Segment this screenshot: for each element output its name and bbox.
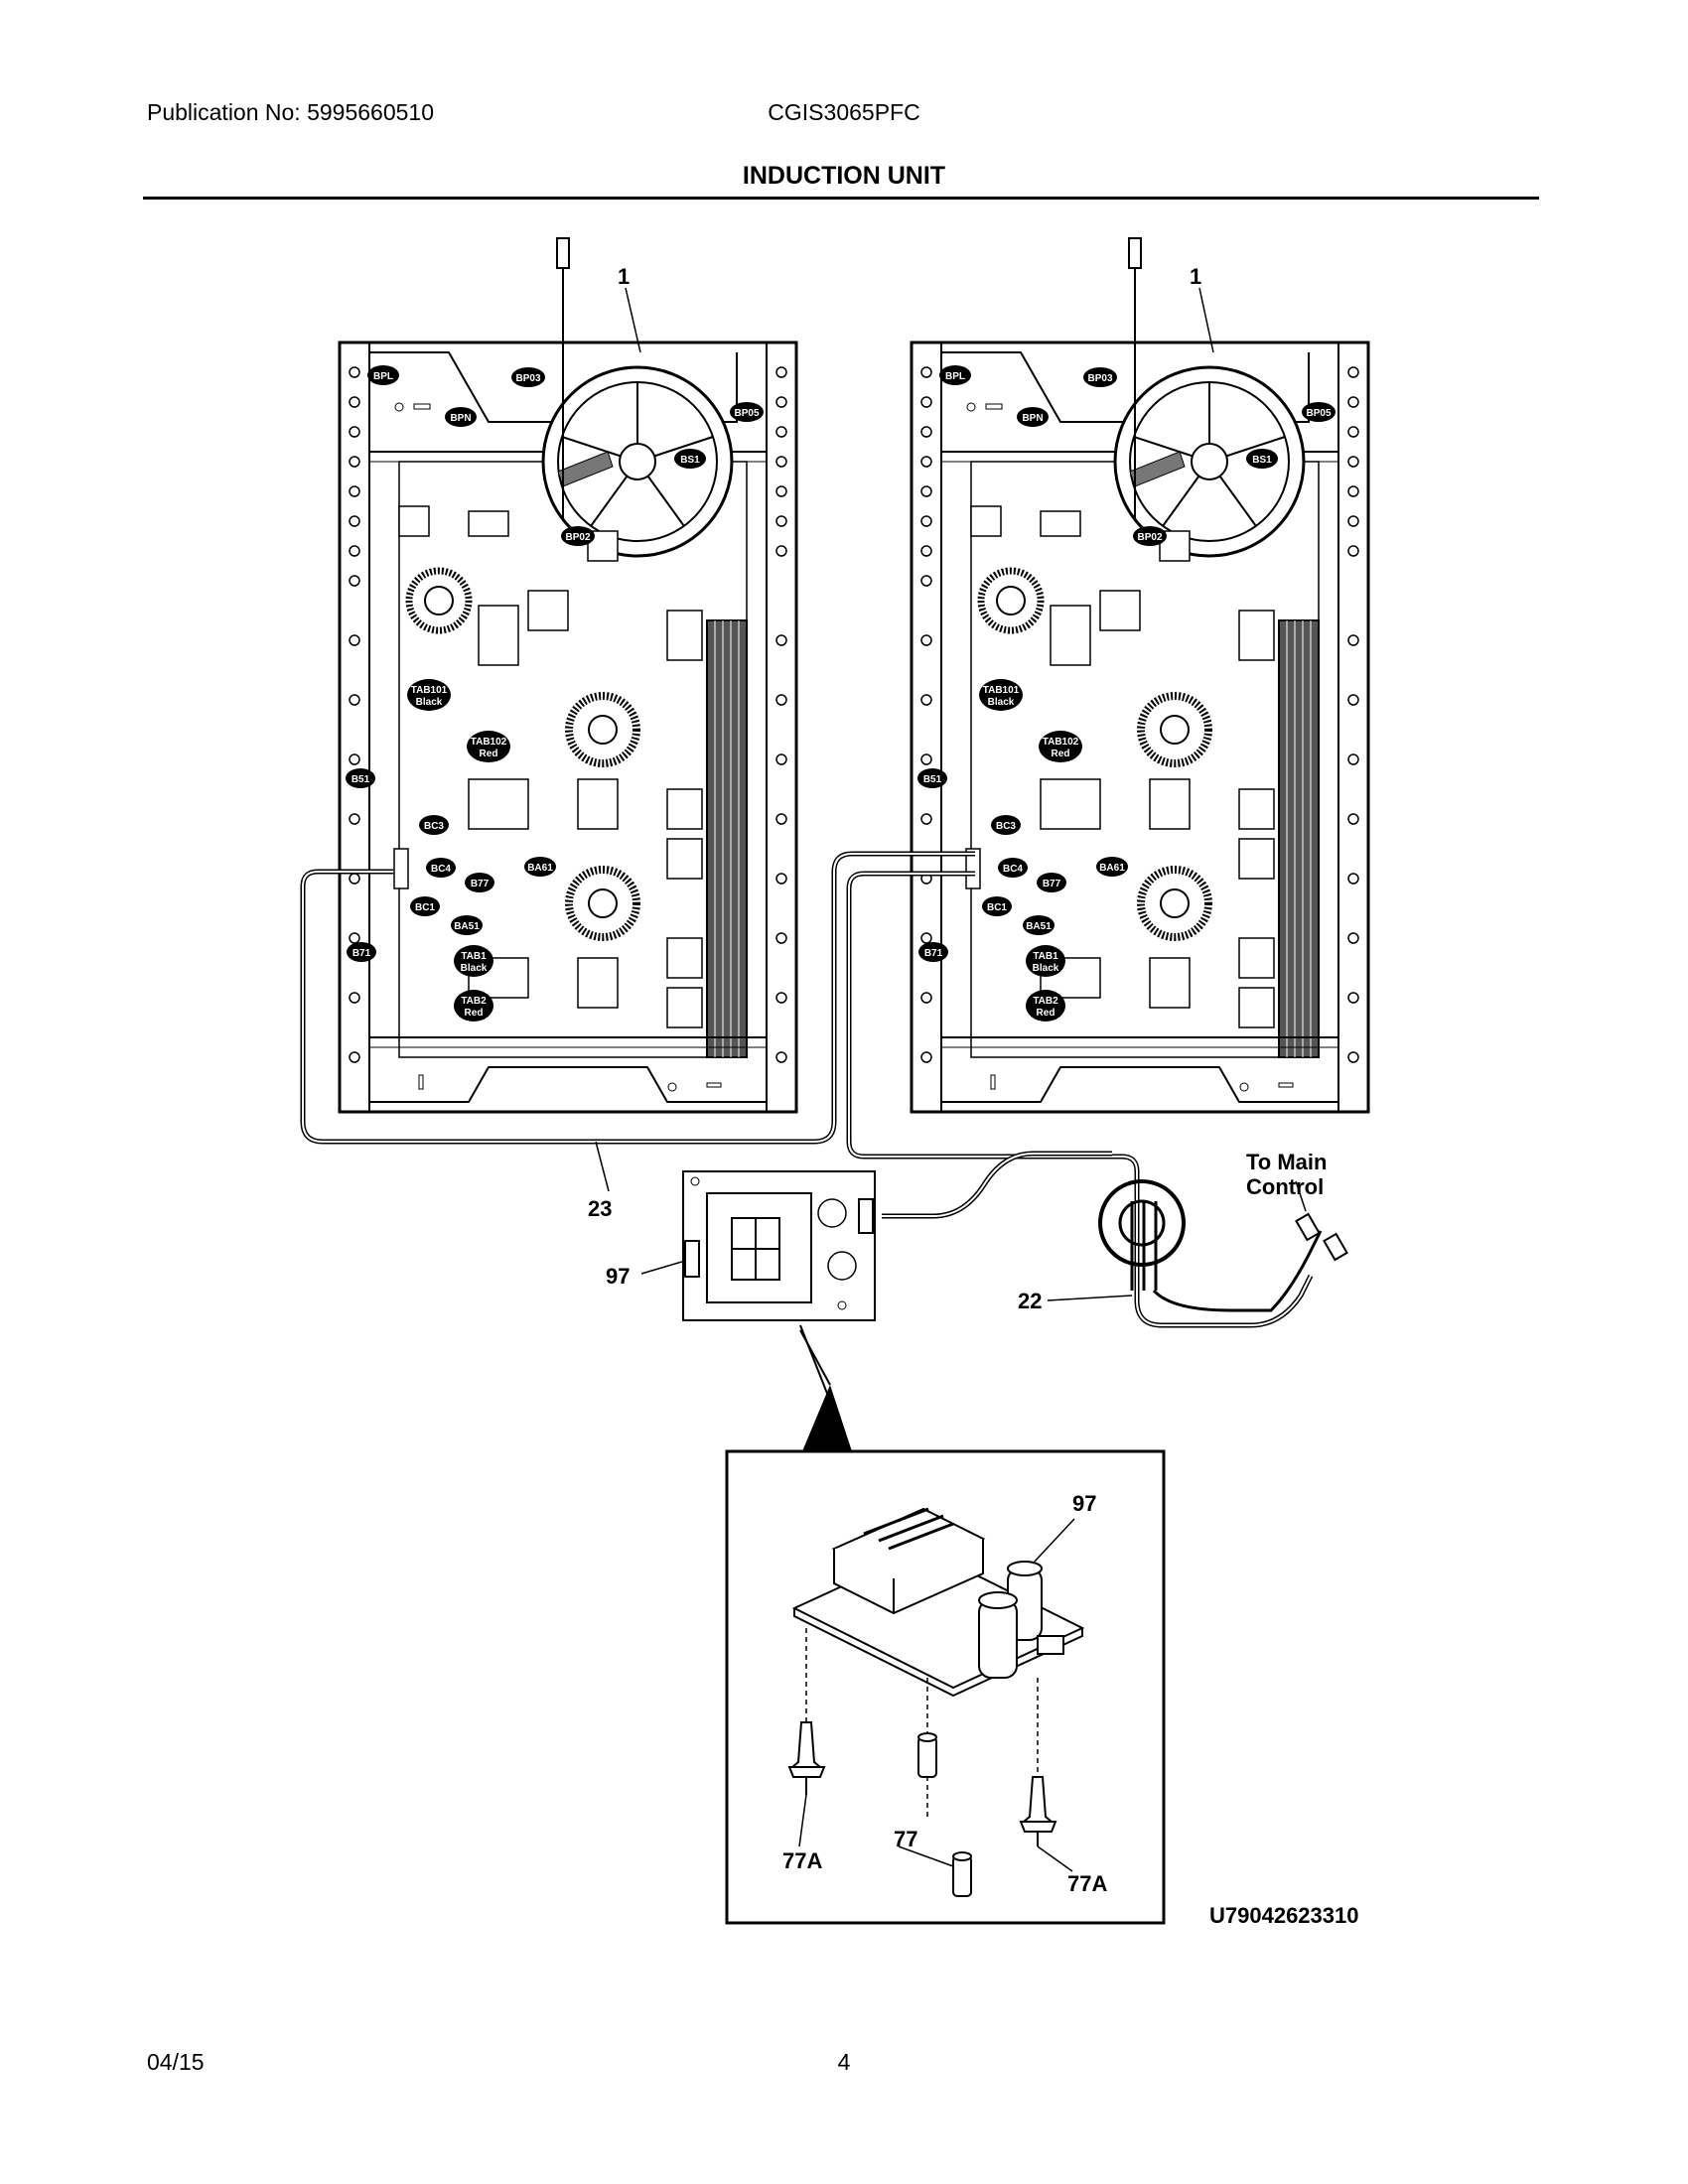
tag-bs1-right: BS1 — [1252, 455, 1272, 466]
tag-b51-left: B51 — [352, 774, 370, 785]
tag-tab102-left-l1: TAB102 — [471, 737, 507, 748]
tag-tab2-left-l1: TAB2 — [461, 996, 487, 1007]
tag-bp05-right: BP05 — [1306, 408, 1331, 419]
tag-group-left: BPL BP03 BP05 BPN BS1 BP02 TAB101 Black … — [346, 365, 764, 1022]
tag-bc1-right: BC1 — [987, 902, 1007, 913]
tag-bp05-left: BP05 — [734, 408, 759, 419]
tag-tab1-left-l2: Black — [461, 963, 488, 974]
tag-ba51-left: BA51 — [454, 921, 480, 932]
tag-bc4-right: BC4 — [1003, 864, 1023, 875]
callout-unit-right: 1 — [1190, 264, 1201, 289]
tag-bc4-left: BC4 — [431, 864, 451, 875]
tag-b71-right: B71 — [924, 948, 943, 959]
tag-tab102-right-l1: TAB102 — [1043, 737, 1079, 748]
tag-ba61-right: BA61 — [1099, 863, 1125, 874]
callout-harness-22: 22 — [1018, 1289, 1042, 1313]
callout-77a-right: 77A — [1067, 1871, 1107, 1896]
tag-ba61-left: BA61 — [527, 863, 553, 874]
figure-id: U79042623310 — [1209, 1903, 1358, 1928]
tag-tab1-right-l2: Black — [1033, 963, 1059, 974]
callout-board-97: 97 — [606, 1264, 630, 1289]
tag-tab101-left-l2: Black — [416, 697, 443, 708]
model-number: CGIS3065PFC — [768, 99, 920, 125]
tag-tab2-right-l2: Red — [1037, 1008, 1055, 1019]
tag-tab101-right-l1: TAB101 — [983, 685, 1020, 696]
tag-bp02-left: BP02 — [565, 532, 590, 543]
tag-bpn-left: BPN — [450, 413, 471, 424]
tag-bs1-left: BS1 — [680, 455, 700, 466]
callout-detail-97: 97 — [1072, 1491, 1096, 1516]
callout-77: 77 — [894, 1827, 917, 1851]
tag-bc3-left: BC3 — [424, 821, 444, 832]
tag-tab102-right-l2: Red — [1052, 749, 1070, 759]
tag-tab2-right-l1: TAB2 — [1033, 996, 1058, 1007]
tag-tab101-right-l2: Black — [988, 697, 1015, 708]
tag-bpl-right: BPL — [945, 371, 965, 382]
footer-date: 04/15 — [147, 2049, 205, 2075]
page-number: 4 — [837, 2049, 851, 2075]
header-rule — [143, 197, 1539, 200]
tag-bp02-right: BP02 — [1137, 532, 1162, 543]
tag-bp03-left: BP03 — [515, 373, 540, 384]
tag-b77-left: B77 — [471, 879, 490, 889]
callout-77a-left: 77A — [782, 1848, 822, 1873]
tag-bp03-right: BP03 — [1087, 373, 1112, 384]
tag-bc3-right: BC3 — [996, 821, 1016, 832]
tag-group-right: BPL BP03 BP05 BPN BS1 BP02 TAB101 Black … — [917, 365, 1336, 1022]
publication-number: Publication No: 5995660510 — [147, 99, 435, 125]
tag-bpl-left: BPL — [373, 371, 393, 382]
tag-b77-right: B77 — [1043, 879, 1061, 889]
tag-tab1-right-l1: TAB1 — [1033, 951, 1058, 962]
to-main-control-line1: To Main — [1246, 1150, 1327, 1174]
tag-ba51-right: BA51 — [1026, 921, 1052, 932]
tag-b51-right: B51 — [923, 774, 942, 785]
tag-tab2-left-l2: Red — [465, 1008, 484, 1019]
tag-bpn-right: BPN — [1022, 413, 1043, 424]
tag-tab101-left-l1: TAB101 — [411, 685, 448, 696]
callout-harness-23: 23 — [588, 1196, 612, 1221]
tag-bc1-left: BC1 — [415, 902, 435, 913]
callout-unit-left: 1 — [618, 264, 630, 289]
tag-b71-left: B71 — [352, 948, 371, 959]
tag-tab102-left-l2: Red — [480, 749, 498, 759]
to-main-control-line2: Control — [1246, 1174, 1324, 1199]
tag-tab1-left-l1: TAB1 — [461, 951, 487, 962]
page-title: INDUCTION UNIT — [742, 162, 946, 190]
